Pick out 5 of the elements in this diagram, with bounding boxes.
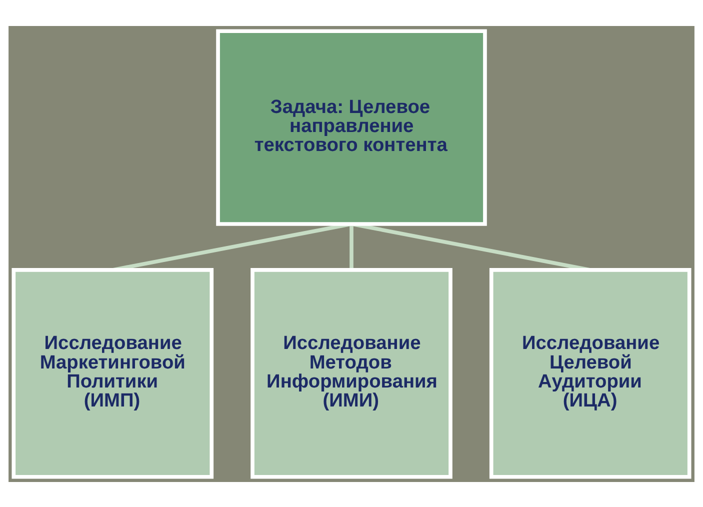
connector: [350, 223, 354, 270]
node-box: Исследование Маркетинговой Политики (ИМП): [12, 268, 214, 478]
node-box: Исследование Методов Информирования (ИМИ): [250, 268, 452, 478]
node-box: Исследование Целевой Аудитории (ИЦА): [489, 268, 692, 478]
node-box: Задача: Целевое направление текстового контента: [216, 28, 487, 226]
